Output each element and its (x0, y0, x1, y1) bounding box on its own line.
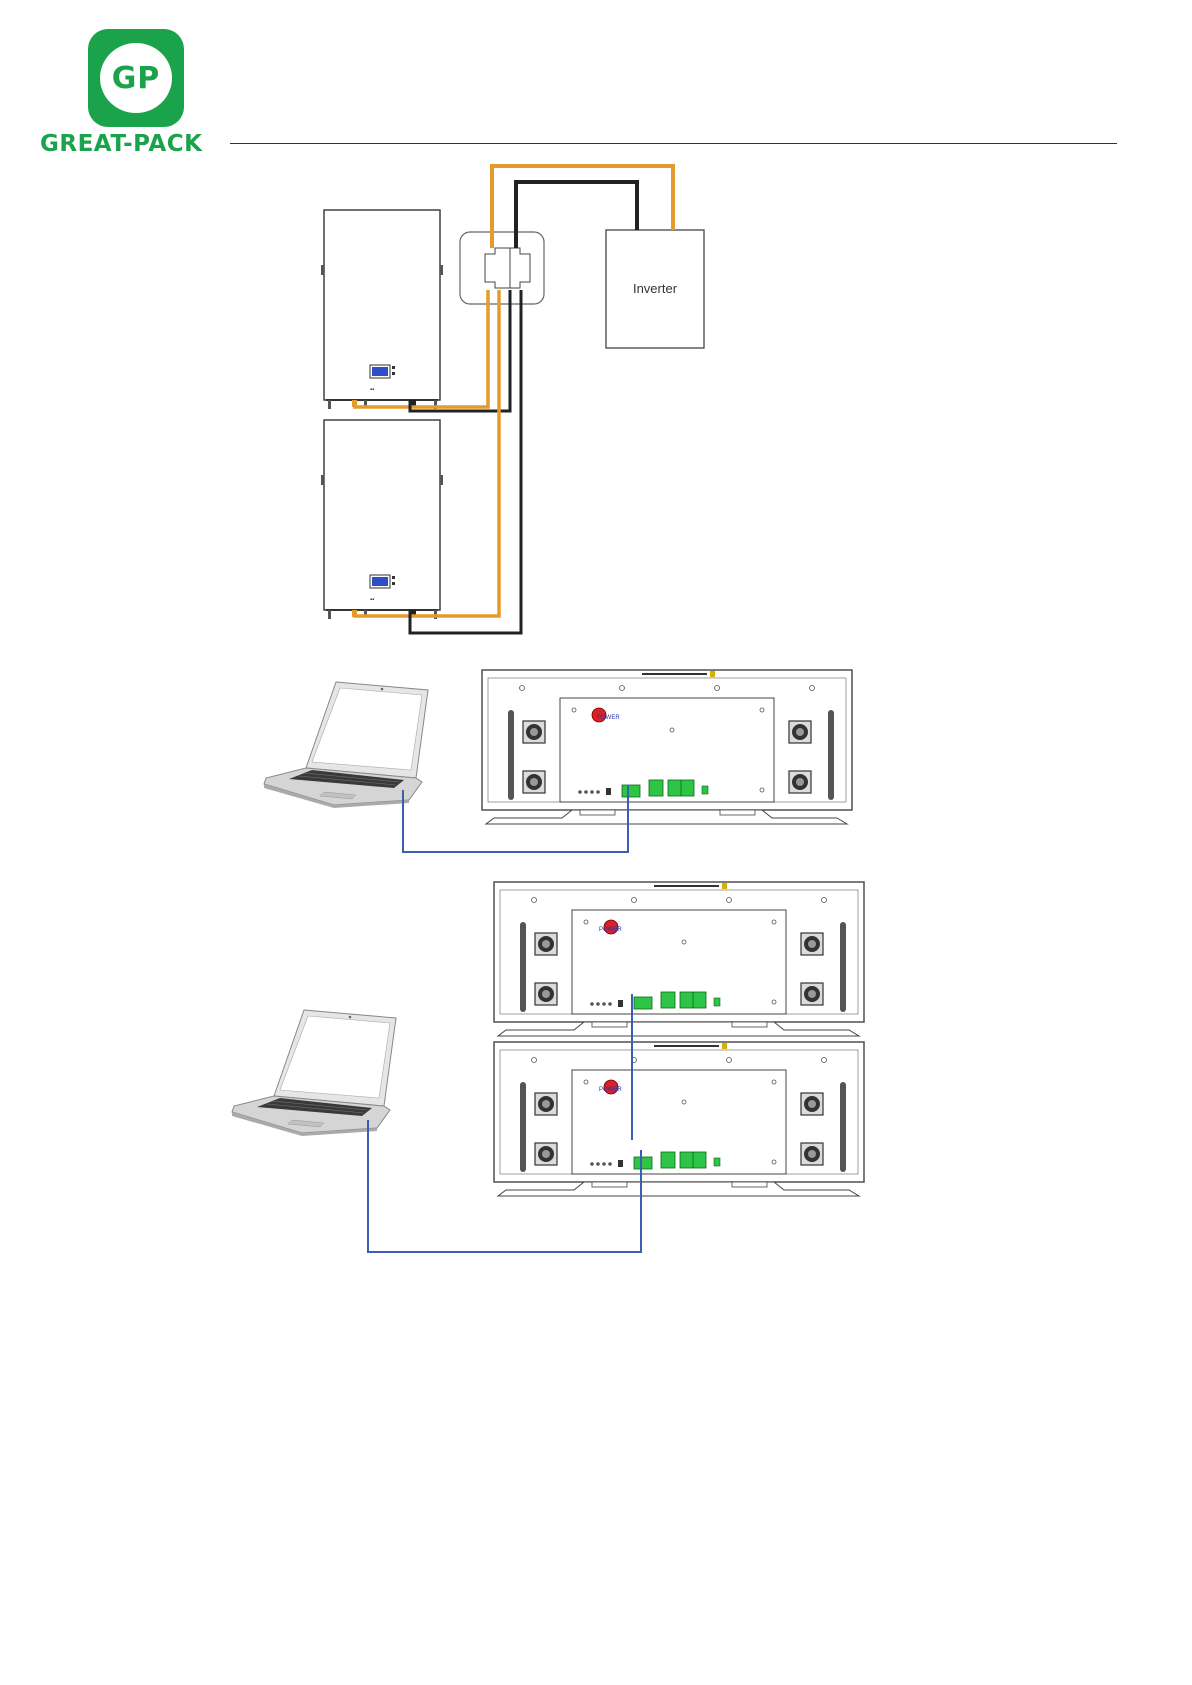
laptop-2 (232, 1010, 396, 1136)
combiner-busbar-left (485, 248, 510, 288)
wall-battery-1 (321, 210, 443, 409)
inverter-label: Inverter (633, 281, 678, 296)
power-label-3: POWER (599, 1087, 622, 1093)
combiner-busbar-right (510, 248, 530, 288)
laptop-1 (264, 682, 428, 808)
rack-battery-bottom (494, 1042, 864, 1196)
rack-battery-top (482, 670, 852, 824)
power-label-2: POWER (599, 927, 622, 933)
rack-battery-middle (494, 882, 864, 1036)
wall-battery-wiring: Inverter (321, 166, 704, 633)
dual-rack-connection: POWER POWER (232, 882, 864, 1252)
power-label-1: POWER (597, 715, 620, 721)
wall-battery-2 (321, 420, 443, 619)
single-rack-connection: POWER (264, 670, 852, 852)
